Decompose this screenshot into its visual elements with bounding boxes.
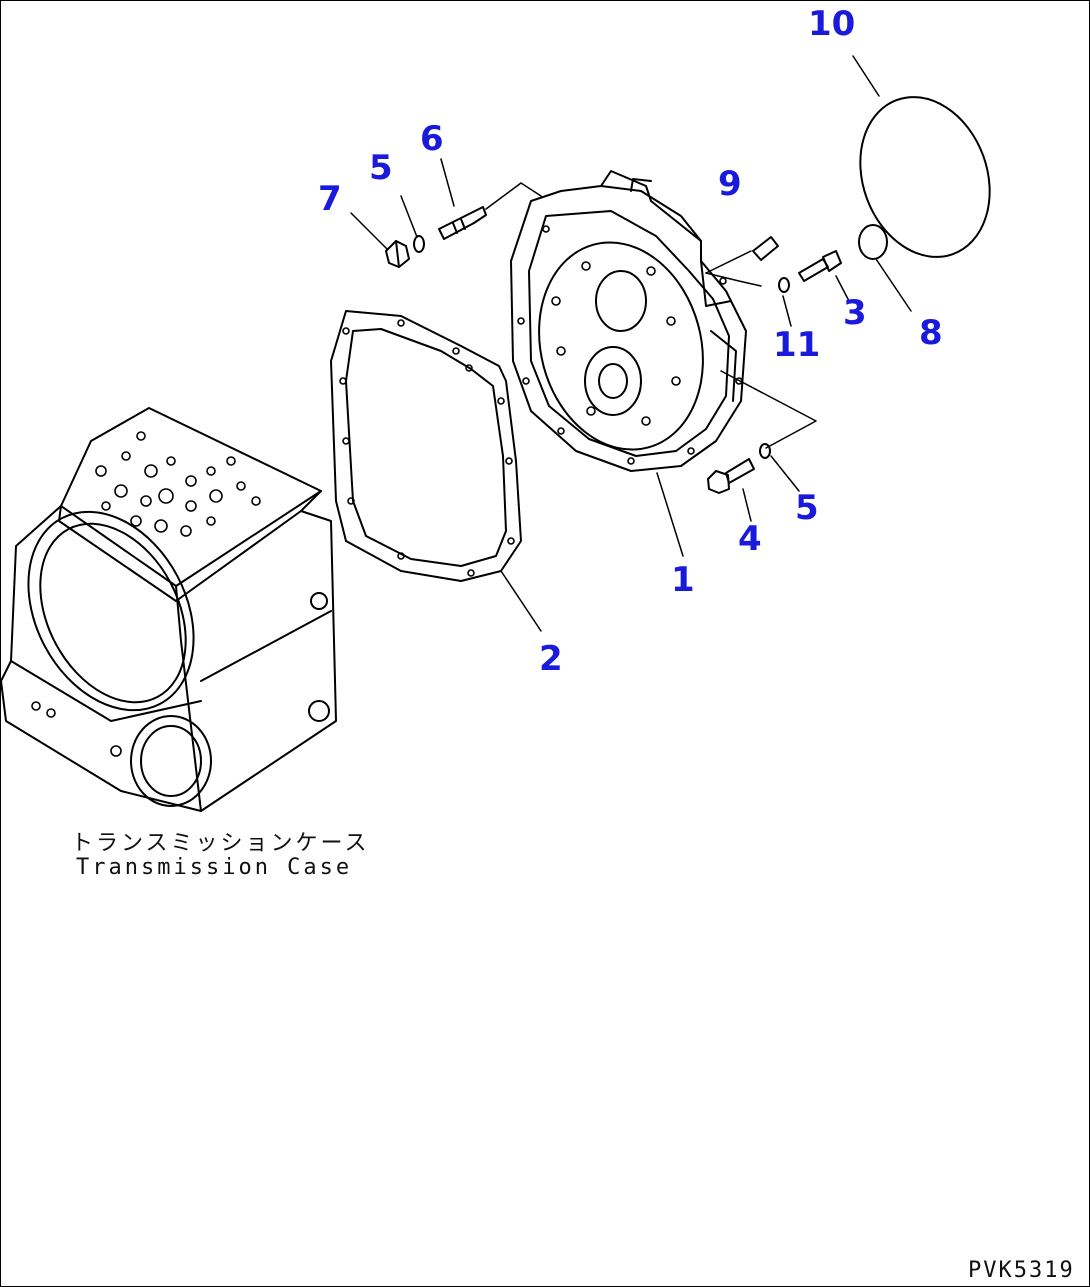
- caption-english: Transmission Case: [76, 855, 353, 880]
- washer-lower: [759, 443, 771, 459]
- caption-japanese: トランスミッションケース: [71, 831, 370, 856]
- gasket: [330, 310, 522, 582]
- bolt-lower: [707, 458, 755, 494]
- callout-1: 1: [671, 560, 695, 600]
- drawing-id: PVK5319: [968, 1258, 1075, 1283]
- callout-5-lower: 5: [795, 488, 819, 528]
- callout-9: 9: [718, 164, 742, 204]
- plug: [858, 224, 888, 260]
- cover-assembly: [510, 170, 747, 472]
- dowel-pin: [752, 236, 779, 261]
- callout-4: 4: [738, 519, 762, 559]
- callout-3: 3: [843, 293, 867, 333]
- callout-5-upper: 5: [369, 148, 393, 188]
- callout-10: 10: [808, 4, 856, 44]
- callout-7: 7: [318, 179, 342, 219]
- bolt-upper: [798, 250, 842, 282]
- callout-8: 8: [919, 313, 943, 353]
- callout-6: 6: [420, 119, 444, 159]
- callout-11: 11: [773, 325, 821, 365]
- washer-upper: [413, 235, 425, 253]
- o-ring: [859, 96, 991, 258]
- nut: [385, 240, 410, 268]
- washer-small: [778, 277, 790, 293]
- leader-lines: [350, 55, 912, 632]
- stud: [438, 206, 487, 240]
- transmission-case: [1, 407, 337, 812]
- callout-2: 2: [539, 639, 563, 679]
